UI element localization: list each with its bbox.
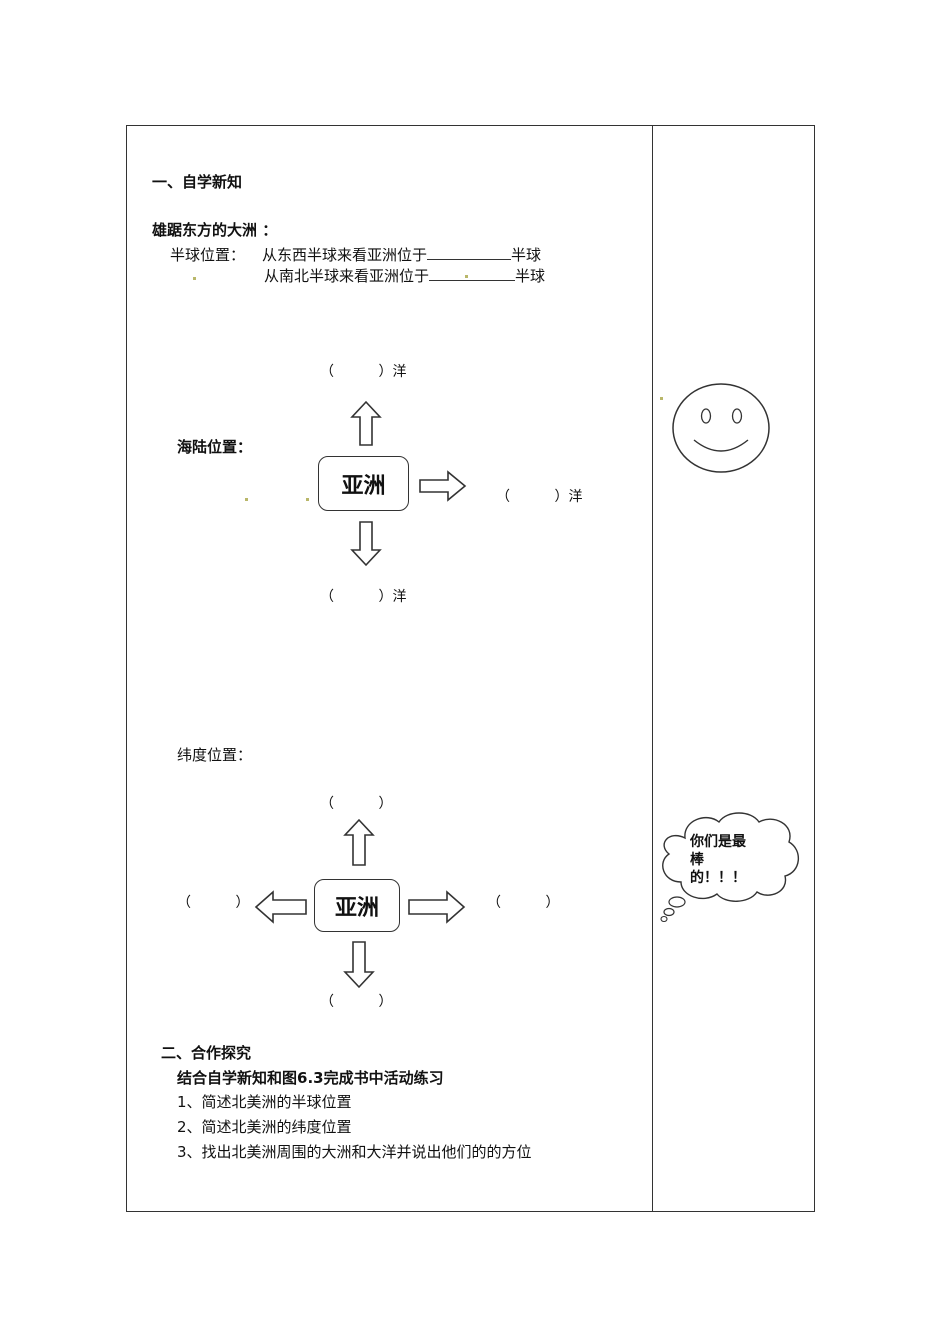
asia-box: 亚洲 (318, 456, 409, 511)
lat-top-label: （ ） (320, 796, 393, 812)
speck (306, 498, 309, 501)
arrow-down (350, 521, 382, 567)
hemisphere-line2-prefix: 从南北半球来看亚洲位于 (264, 267, 430, 285)
ocean-top-label: （ ）洋 (320, 364, 407, 380)
hemisphere-label: 半球位置： (170, 246, 246, 264)
section2-instruction: 结合自学新知和图6.3完成书中活动练习 (177, 1069, 444, 1087)
hemisphere-line1: 从东西半球来看亚洲位于 半球 (262, 244, 541, 265)
thought-cloud-icon (660, 812, 799, 923)
lat-bottom-label: （ ） (320, 994, 393, 1010)
speck (245, 498, 248, 501)
lat-left-label: （ ） (177, 895, 250, 911)
speck (465, 275, 468, 278)
speck (660, 397, 663, 400)
speck (193, 277, 196, 280)
arrow-up (343, 818, 375, 866)
arrow-up (350, 400, 382, 446)
cloud-text: 你们是最 棒 的！！！ (690, 833, 746, 887)
ocean-bottom-label: （ ）洋 (320, 589, 407, 605)
hemisphere-line1-prefix: 从东西半球来看亚洲位于 (262, 246, 428, 264)
list-item: 1、简述北美洲的半球位置 (177, 1093, 352, 1111)
section1-heading: 一、自学新知 (152, 173, 243, 191)
sea-land-label: 海陆位置： (177, 438, 253, 456)
arrow-right (408, 890, 466, 924)
cloud-text-line3: 的！！！ (690, 870, 746, 886)
asia-box-latitude: 亚洲 (314, 879, 400, 932)
section1-subtitle: 雄踞东方的大洲 ： (152, 221, 278, 239)
list-item: 3、找出北美洲周围的大洲和大洋并说出他们的的方位 (177, 1143, 532, 1161)
lat-right-label: （ ） (487, 895, 560, 911)
arrow-left (254, 890, 307, 924)
answer-blank[interactable] (429, 266, 516, 281)
answer-blank[interactable] (427, 245, 512, 260)
cloud-text-line2: 棒 (690, 852, 704, 868)
smiley-face-icon (672, 383, 770, 473)
hemisphere-line2: 从南北半球来看亚洲位于 半球 (264, 265, 545, 286)
ocean-right-label: （ ）洋 (496, 489, 583, 505)
arrow-down (343, 941, 375, 989)
arrow-right (419, 470, 467, 502)
cloud-text-line1: 你们是最 (690, 834, 746, 850)
column-divider (652, 125, 653, 1212)
list-item: 2、简述北美洲的纬度位置 (177, 1118, 352, 1136)
table-frame (126, 125, 815, 1212)
latitude-label: 纬度位置： (177, 746, 253, 764)
hemisphere-line1-suffix: 半球 (511, 246, 542, 264)
section2-heading: 二、合作探究 (161, 1044, 252, 1062)
hemisphere-line2-suffix: 半球 (515, 267, 546, 285)
